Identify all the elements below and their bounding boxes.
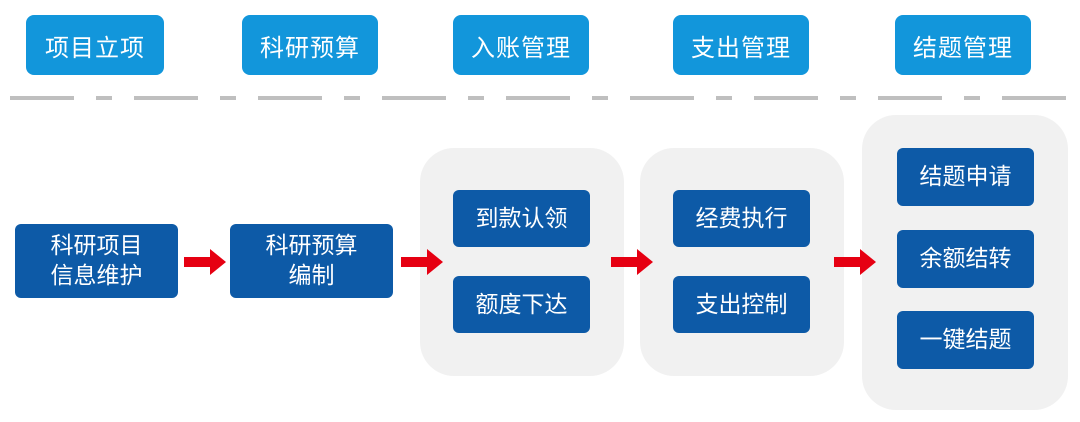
step-project-info-maintenance: 科研项目 信息维护: [15, 224, 178, 298]
step-expense-control: 支出控制: [673, 276, 810, 333]
step-quota-issue: 额度下达: [453, 276, 590, 333]
phase-project-initiation: 项目立项: [26, 15, 164, 75]
phase-entry-management: 入账管理: [453, 15, 589, 75]
step-balance-transfer: 余额结转: [897, 230, 1034, 288]
arrow-right-icon: [611, 249, 653, 275]
expense-group-panel: [640, 148, 844, 376]
step-closing-application: 结题申请: [897, 148, 1034, 206]
step-fund-execution: 经费执行: [673, 190, 810, 247]
arrow-right-icon: [401, 249, 443, 275]
arrow-right-icon: [834, 249, 876, 275]
step-project-info-label: 科研项目 信息维护: [50, 233, 143, 289]
step-one-click-closing: 一键结题: [897, 311, 1034, 369]
step-budget-label: 科研预算 编制: [265, 233, 358, 289]
step-payment-claim: 到款认领: [453, 190, 590, 247]
phase-closing-management: 结题管理: [895, 15, 1031, 75]
step-budget-preparation: 科研预算 编制: [230, 224, 393, 298]
entry-group-panel: [420, 148, 624, 376]
arrow-right-icon: [184, 249, 226, 275]
phase-research-budget: 科研预算: [242, 15, 378, 75]
dashed-divider: [10, 96, 1070, 100]
phase-expense-management: 支出管理: [673, 15, 809, 75]
